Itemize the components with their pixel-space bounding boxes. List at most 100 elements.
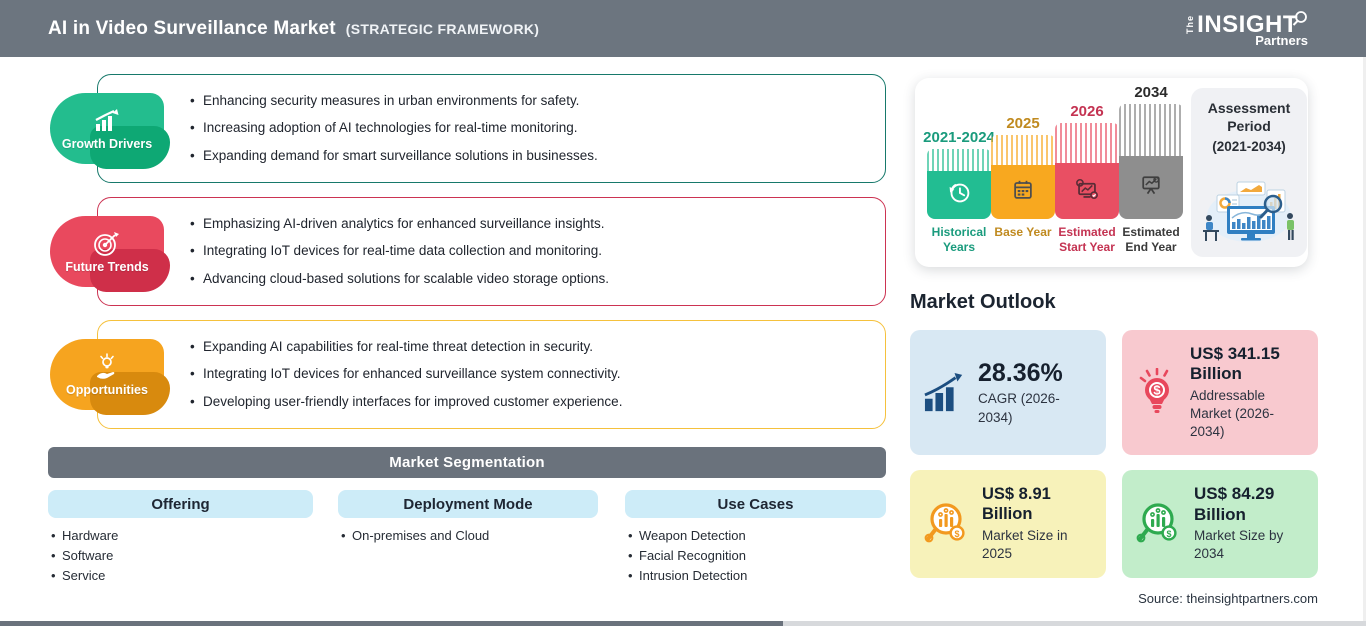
page-title: AI in Video Surveillance Market (48, 17, 336, 39)
history-clock-icon (944, 178, 974, 213)
logo-insight: INSIGHT (1197, 10, 1298, 38)
growth-drivers-bullets: Enhancing security measures in urban env… (190, 74, 598, 183)
bar-shape (1119, 104, 1183, 219)
bullet-item: Increasing adoption of AI technologies f… (190, 119, 598, 137)
assessment-period-title: Assessment Period (1207, 100, 1291, 134)
bar-stripe (991, 135, 1055, 165)
cagr-label: CAGR (2026-2034) (978, 391, 1060, 425)
opportunities-bullets: Expanding AI capabilities for real-time … (190, 320, 622, 429)
magnifier-bars-orange-icon: $ (922, 499, 972, 549)
addressable-market-card: $ US$ 341.15 Billion Addressable Market … (1122, 330, 1318, 455)
growth-drivers-label: Growth Drivers (61, 136, 153, 151)
bullet-item: Expanding AI capabilities for real-time … (190, 338, 622, 356)
growth-drivers-badge: Growth Drivers (50, 93, 170, 169)
logo-the: The (1185, 15, 1196, 35)
scrollbar-track[interactable] (783, 621, 1366, 626)
deployment-pill: Deployment Mode (338, 490, 598, 518)
market-size-2034-value: US$ 84.29 Billion (1194, 484, 1275, 524)
usecases-pill: Use Cases (625, 490, 886, 518)
svg-text:$: $ (954, 529, 959, 539)
cagr-text: 28.36% CAGR (2026-2034) (978, 358, 1094, 426)
list-item: Facial Recognition (625, 546, 886, 566)
list-item: Intrusion Detection (625, 566, 886, 586)
bullet-item: Advancing cloud-based solutions for scal… (190, 270, 609, 288)
growth-drivers-section: Growth Drivers Enhancing security measur… (0, 74, 900, 183)
list-item: Hardware (48, 526, 313, 546)
assessment-period-range: (2021-2034) (1212, 139, 1286, 154)
bar-solid (991, 165, 1055, 219)
role-label: Base Year (994, 225, 1052, 239)
year-label: 2025 (1006, 115, 1040, 132)
bar-stripe (927, 149, 991, 171)
offering-label: Offering (151, 495, 210, 513)
list-item: Weapon Detection (625, 526, 886, 546)
market-size-2025-card: $ US$ 8.91 Billion Market Size in 2025 (910, 470, 1106, 578)
deployment-label: Deployment Mode (403, 495, 533, 513)
dollar-bulb-icon: $ (1134, 367, 1180, 418)
timeline-bars: 2021-2024 Historical Years 2025 (923, 84, 1191, 257)
magnifier-bars-green-icon: $ (1134, 499, 1184, 549)
header-bar: AI in Video Surveillance Market (STRATEG… (0, 0, 1366, 57)
bar-shape (1055, 123, 1119, 219)
market-size-2034-label: Market Size by 2034 (1194, 528, 1284, 562)
addressable-market-label: Addressable Market (2026-2034) (1190, 387, 1275, 439)
bar-solid (927, 171, 991, 219)
market-segmentation-header: Market Segmentation (48, 447, 886, 478)
market-size-2025-value: US$ 8.91 Billion (982, 484, 1051, 523)
market-size-2025-text: US$ 8.91 Billion Market Size in 2025 (982, 485, 1094, 563)
bullet-item: Enhancing security measures in urban env… (190, 92, 598, 110)
usecases-list: Weapon Detection Facial Recognition Intr… (625, 526, 886, 586)
assessment-timeline-panel: 2021-2024 Historical Years 2025 (915, 78, 1308, 267)
role-label: Historical Years (931, 225, 987, 254)
year-label: 2026 (1070, 103, 1104, 120)
list-item: Software (48, 546, 313, 566)
market-outlook-title: Market Outlook (910, 291, 1056, 313)
bar-estimated-start-year: 2026 Estimated Start Year (1055, 103, 1119, 257)
bullet-item: Integrating IoT devices for enhanced sur… (190, 365, 622, 383)
bar-stripe (1055, 123, 1119, 163)
scrollbar-thumb[interactable] (0, 621, 783, 626)
bulb-hand-icon (90, 352, 124, 381)
right-edge-line (1363, 57, 1366, 621)
page-subtitle: (STRATEGIC FRAMEWORK) (345, 20, 540, 37)
bullet-item: Developing user-friendly interfaces for … (190, 393, 622, 411)
cagr-value: 28.36% (978, 359, 1063, 388)
bar-estimated-end-year: 2034 Estimated End Year (1119, 84, 1183, 257)
future-trends-label: Future Trends (65, 259, 149, 274)
bar-stripe (1119, 104, 1183, 156)
cagr-card: 28.36% CAGR (2026-2034) (910, 330, 1106, 455)
title-row: AI in Video Surveillance Market (STRATEG… (48, 18, 539, 40)
role-label: Estimated Start Year (1058, 225, 1116, 254)
addressable-market-text: US$ 341.15 Billion Addressable Market (2… (1190, 344, 1306, 441)
bar-historical-years: 2021-2024 Historical Years (923, 129, 995, 257)
list-item: On-premises and Cloud (338, 526, 598, 546)
role-label: Estimated End Year (1122, 225, 1180, 254)
bar-solid (1055, 163, 1119, 219)
bar-solid (1119, 156, 1183, 219)
list-item: Service (48, 566, 313, 586)
bullet-item: Emphasizing AI-driven analytics for enha… (190, 215, 609, 233)
opportunities-badge: Opportunities (50, 339, 170, 415)
year-label: 2021-2024 (923, 129, 995, 146)
addressable-market-value: US$ 341.15 Billion (1190, 343, 1280, 384)
offering-pill: Offering (48, 490, 313, 518)
monitor-gear-icon (1072, 176, 1102, 207)
magnifier-icon (1292, 10, 1308, 27)
target-dart-icon (90, 230, 124, 258)
opportunities-label: Opportunities (66, 382, 148, 397)
usecases-label: Use Cases (717, 495, 794, 513)
growth-chart-icon (90, 107, 124, 135)
svg-text:$: $ (1153, 382, 1161, 397)
year-label: 2034 (1134, 84, 1168, 101)
market-segmentation-title: Market Segmentation (389, 454, 545, 471)
source-attribution: Source: theinsightpartners.com (1138, 591, 1318, 606)
cagr-chart-icon (922, 372, 968, 414)
segmentation-column-offering: Offering Hardware Software Service (48, 490, 313, 586)
logo-top: The INSIGHT (1185, 10, 1308, 38)
bar-shape (991, 135, 1055, 219)
offering-list: Hardware Software Service (48, 526, 313, 586)
future-trends-section: Future Trends Emphasizing AI-driven anal… (0, 197, 900, 306)
insight-partners-logo: The INSIGHT Partners (1185, 10, 1308, 47)
bar-shape (927, 149, 991, 219)
